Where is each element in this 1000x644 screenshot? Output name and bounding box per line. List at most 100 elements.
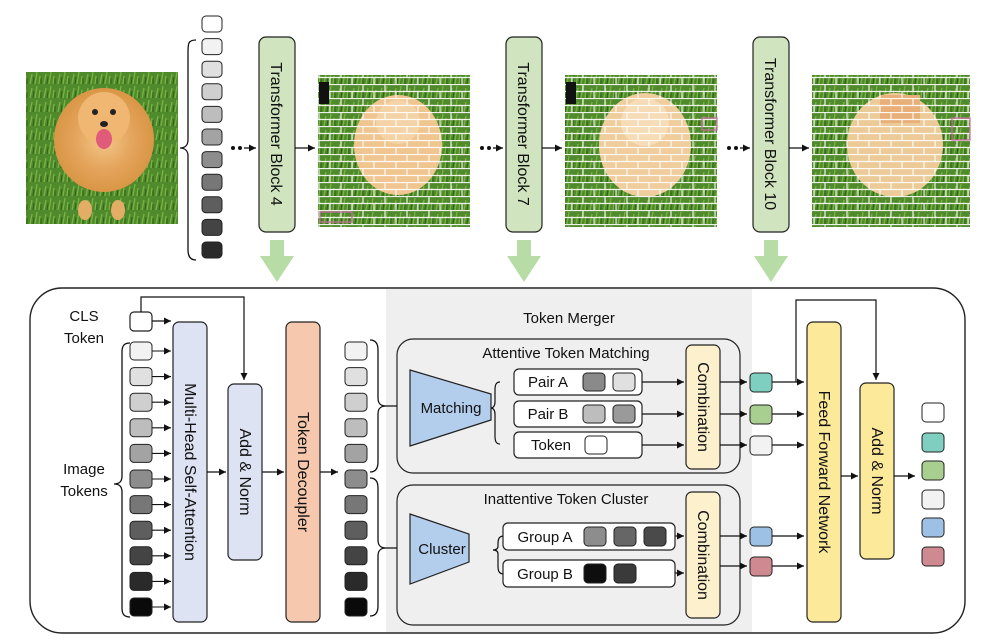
image-token-3 <box>129 392 153 412</box>
cluster-trapezoid[interactable]: Cluster <box>409 513 470 585</box>
pair-a-token-1 <box>582 372 606 392</box>
decoupled-token-3 <box>344 392 368 412</box>
image-token-4 <box>129 418 153 438</box>
group-b-label: Group B <box>517 566 573 583</box>
attentive-matching-title: Attentive Token Matching <box>482 345 649 362</box>
image-token-8 <box>129 520 153 540</box>
decoupled-token-6 <box>344 469 368 489</box>
mhsa-label: Multi-Head Self-Attention <box>181 383 198 561</box>
input-token-11 <box>201 241 223 259</box>
transformer-block-10[interactable]: Transformer Block 10 <box>752 36 790 233</box>
transformer-block-4[interactable]: Transformer Block 4 <box>258 36 296 233</box>
input-token-7 <box>201 151 223 169</box>
combination-2-label: Combination <box>694 510 711 600</box>
dots-3 <box>727 146 738 150</box>
token-row[interactable]: Token <box>513 431 643 459</box>
decoupled-token-5 <box>344 443 368 463</box>
decoupled-token-column <box>344 341 368 617</box>
token-decoupler-label: Token Decoupler <box>294 412 311 533</box>
dots-2 <box>480 146 491 150</box>
output-token-3 <box>921 460 945 481</box>
dots-1 <box>231 146 242 150</box>
ffn-label: Feed Forward Network <box>815 391 832 555</box>
add-norm-1-block[interactable]: Add & Norm <box>227 383 263 561</box>
image-token-9 <box>129 546 153 566</box>
matching-label: Matching <box>421 400 482 417</box>
input-token-10 <box>201 218 223 236</box>
cls-skip-path <box>140 296 248 380</box>
input-token-5 <box>201 105 223 123</box>
decoupled-token-10 <box>344 571 368 591</box>
cls-token[interactable] <box>129 311 153 332</box>
input-token-column <box>201 15 223 259</box>
group-a-token-3 <box>643 526 667 547</box>
matching-brace <box>490 381 501 445</box>
mhsa-block[interactable]: Multi-Head Self-Attention <box>172 321 208 623</box>
input-token-9 <box>201 196 223 214</box>
group-a-token-1 <box>583 526 607 547</box>
ffn-skip-path <box>795 299 880 382</box>
cls-label: CLS <box>69 308 98 325</box>
image-token-10 <box>129 571 153 591</box>
image-tokens-label: Image <box>63 461 105 478</box>
inattentive-cluster-title: Inattentive Token Cluster <box>484 491 649 508</box>
inattentive-cluster-box <box>396 484 741 626</box>
pair-a-token-2 <box>612 372 636 392</box>
decoupled-token-8 <box>344 520 368 540</box>
input-token-3 <box>201 60 223 78</box>
ffn-block[interactable]: Feed Forward Network <box>806 321 842 623</box>
add-norm-2-block[interactable]: Add & Norm <box>859 382 895 560</box>
add-norm-1-label: Add & Norm <box>236 428 253 515</box>
decoupled-token-11 <box>344 597 368 617</box>
token-label: Token <box>531 437 571 454</box>
attentive-brace <box>369 339 387 473</box>
input-token-4 <box>201 83 223 101</box>
group-b-row[interactable]: Group B <box>502 559 676 588</box>
pair-b-label: Pair B <box>528 406 569 423</box>
merged-token-green <box>749 404 773 425</box>
input-token-6 <box>201 128 223 146</box>
dog-image <box>26 72 178 224</box>
output-token-5 <box>921 517 945 538</box>
pair-b-row[interactable]: Pair B <box>513 400 643 428</box>
image-token-5 <box>129 443 153 463</box>
token-merger-title: Token Merger <box>523 310 615 327</box>
merged-token-white <box>749 435 773 456</box>
combination-1-block[interactable]: Combination <box>685 344 721 470</box>
group-a-token-2 <box>613 526 637 547</box>
image-token-6 <box>129 469 153 489</box>
group-b-token-2 <box>613 563 637 584</box>
transformer-block-7[interactable]: Transformer Block 7 <box>505 36 543 233</box>
pair-a-row[interactable]: Pair A <box>513 368 643 396</box>
output-token-2 <box>921 432 945 453</box>
output-token-1 <box>921 402 945 423</box>
matching-trapezoid[interactable]: Matching <box>409 369 492 447</box>
combination-2-block[interactable]: Combination <box>685 491 721 619</box>
group-b-token-1 <box>583 563 607 584</box>
image-token-11 <box>129 597 153 617</box>
group-a-row[interactable]: Group A <box>502 522 676 551</box>
merged-image-1 <box>318 75 470 227</box>
output-token-6 <box>921 546 945 567</box>
image-token-1 <box>129 341 153 361</box>
decoupled-token-2 <box>344 367 368 387</box>
transformer-block-4-label: Transformer Block 4 <box>267 62 284 206</box>
image-tokens-label-2: Tokens <box>60 483 108 500</box>
output-token-4 <box>921 489 945 510</box>
token-decoupler-block[interactable]: Token Decoupler <box>285 321 321 623</box>
pair-b-token-1 <box>582 404 606 424</box>
image-token-7 <box>129 495 153 515</box>
token-row-token <box>584 435 608 455</box>
decoupled-token-1 <box>344 341 368 361</box>
group-a-label: Group A <box>517 529 572 546</box>
decoupled-token-9 <box>344 546 368 566</box>
detail-panel <box>29 287 966 634</box>
merged-token-teal <box>749 372 773 393</box>
pair-a-label: Pair A <box>528 374 568 391</box>
merged-image-2 <box>565 75 718 227</box>
inattentive-brace <box>369 477 387 617</box>
image-token-column <box>129 341 171 617</box>
merged-image-3 <box>812 75 971 227</box>
image-token-2 <box>129 367 153 387</box>
